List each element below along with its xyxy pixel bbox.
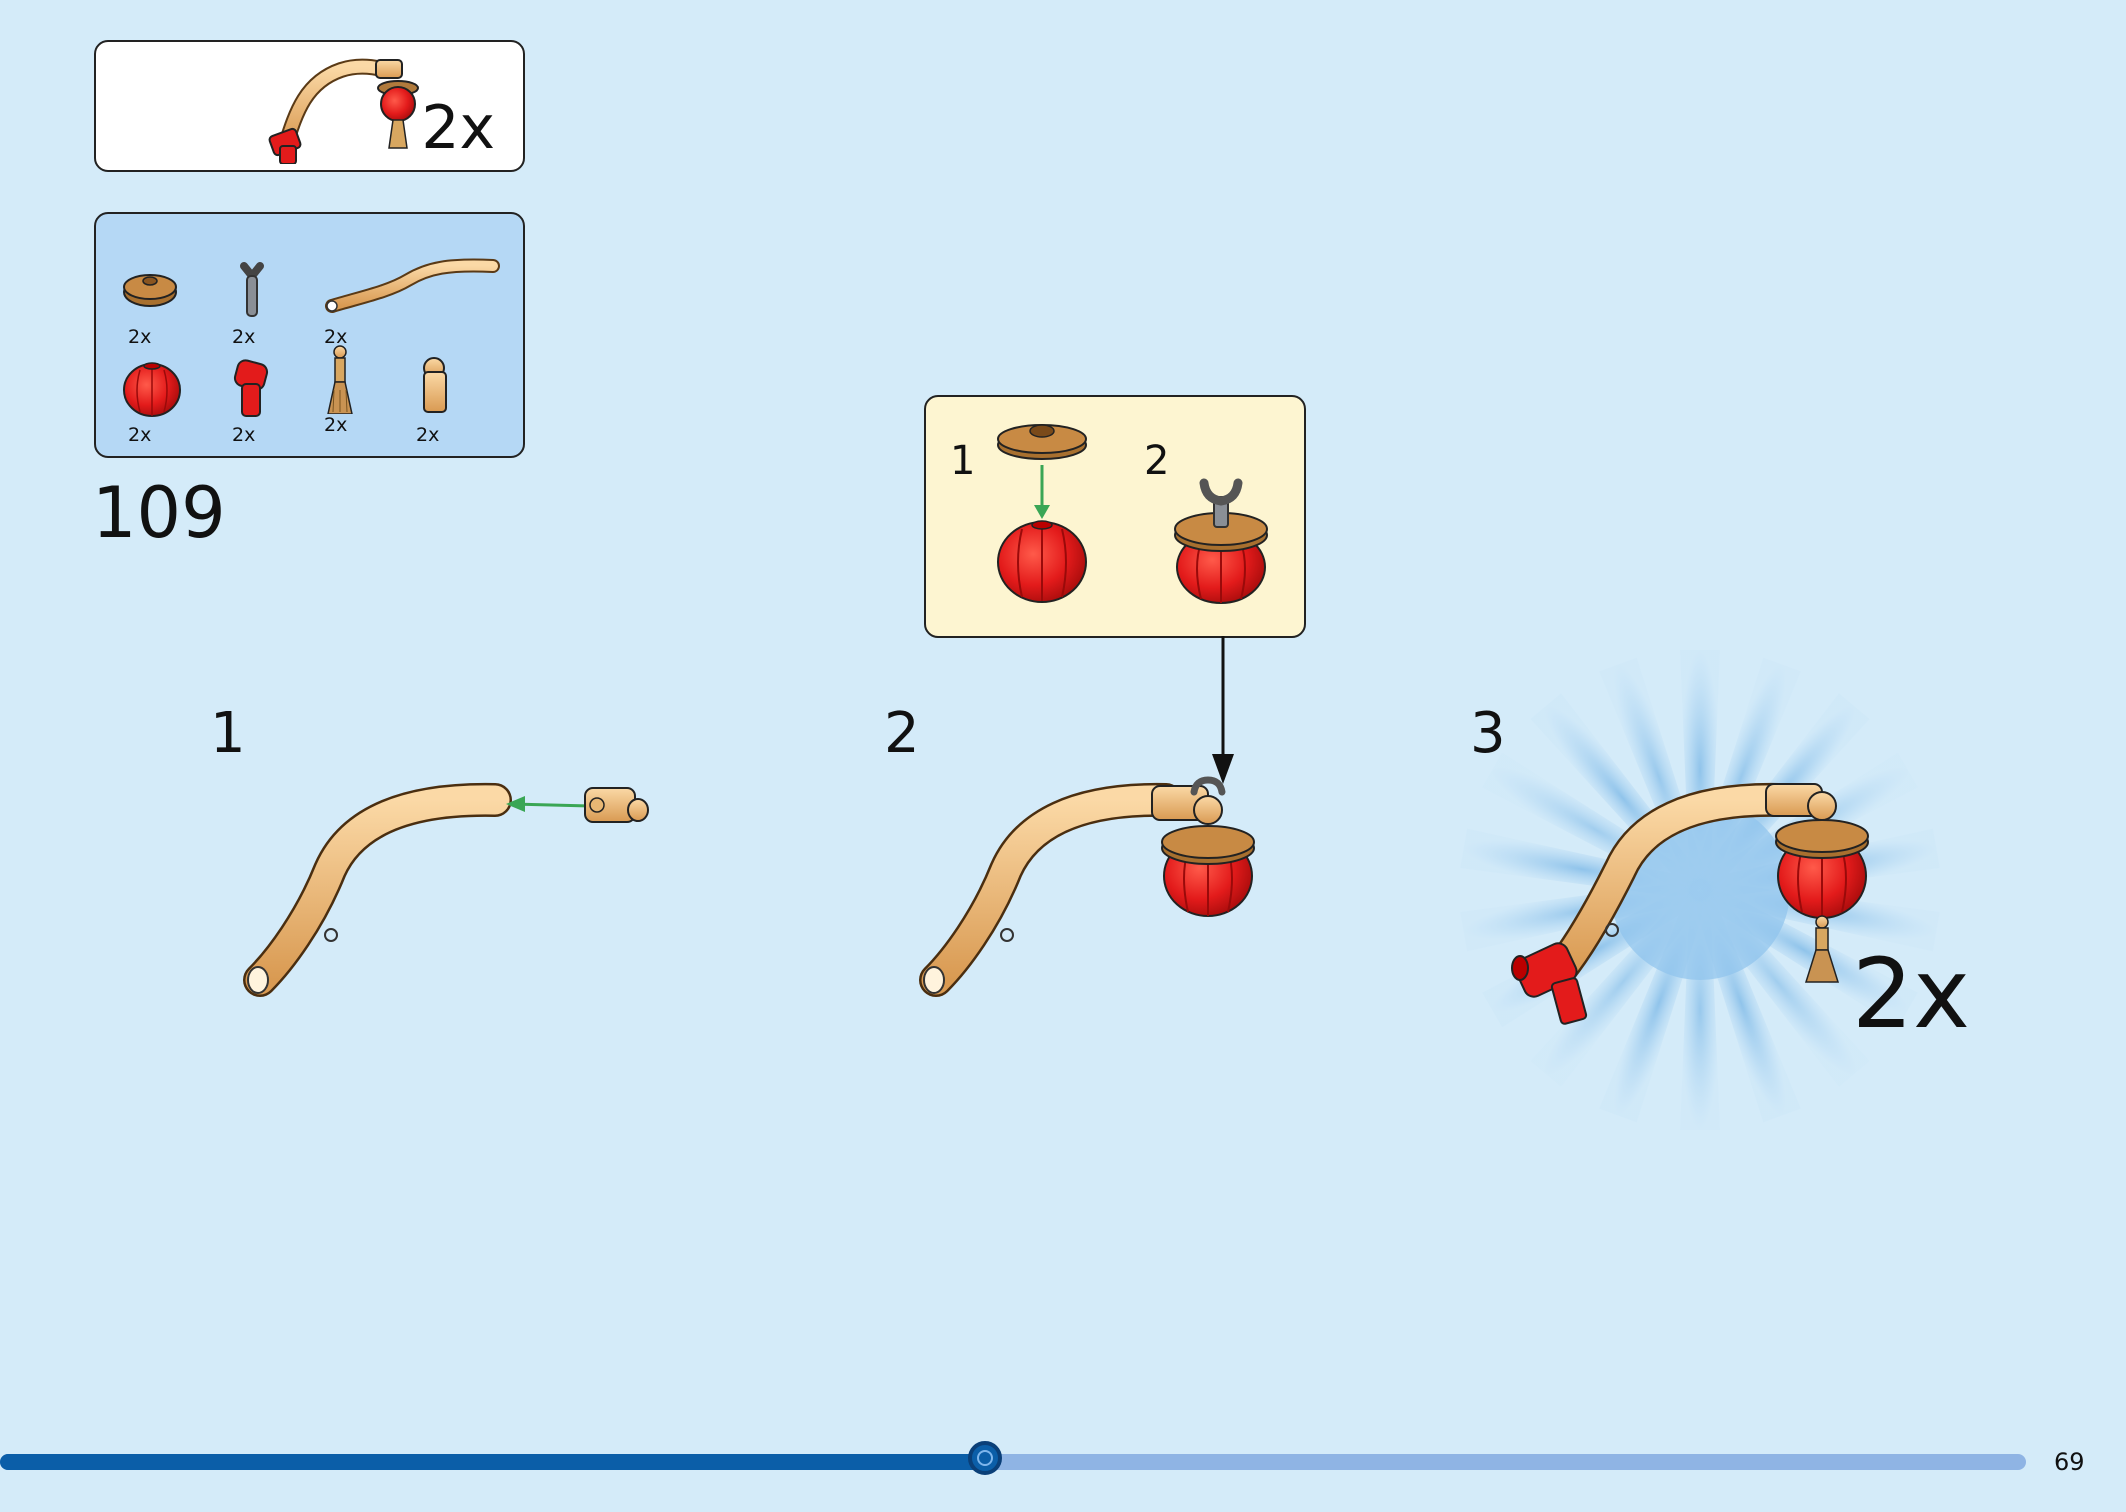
part-quantity: 2x (128, 424, 152, 446)
part-quantity: 2x (324, 326, 348, 348)
callout-pointer-arrow (1212, 636, 1234, 784)
part-item: 2x (122, 256, 202, 348)
tan-tassel-icon (327, 345, 353, 414)
part-quantity: 2x (416, 424, 440, 446)
part-item: 2x (122, 354, 202, 446)
progress-knob (968, 1441, 1002, 1475)
red-hose-connector-icon (233, 359, 269, 417)
callout-substep-1-number: 1 (950, 438, 976, 484)
tan-curved-tube-icon (325, 258, 500, 313)
part-item: 2x (318, 256, 508, 348)
substep-3-quantity: 2x (1852, 938, 1970, 1050)
part-quantity: 2x (232, 326, 256, 348)
part-quantity: 2x (324, 414, 348, 436)
callout-illustration-icon (997, 424, 1268, 604)
part-item: 2x (410, 354, 490, 446)
substep-1-illustration-icon (243, 782, 649, 997)
progress-fill (0, 1454, 985, 1470)
subassembly-box: 2x (94, 40, 525, 172)
step-number: 109 (92, 472, 226, 554)
part-item: 2x (318, 344, 398, 436)
substep-2-number: 2 (884, 701, 920, 766)
substep-callout: 1 2 (924, 395, 1306, 638)
subassembly-quantity: 2x (421, 93, 495, 163)
substep-3-number: 3 (1470, 701, 1506, 766)
parts-list: 2x 2x 2x 2x 2x (94, 212, 525, 458)
substep-3-illustration-icon (1511, 782, 1869, 1025)
substep-1-number: 1 (210, 701, 246, 766)
callout-substep-2-number: 2 (1144, 438, 1170, 484)
page-number: 69 (2054, 1448, 2085, 1476)
substep-2-illustration-icon (919, 776, 1255, 997)
tan-dish-plate-icon (123, 274, 177, 307)
part-quantity: 2x (232, 424, 256, 446)
red-lantern-icon (123, 362, 181, 417)
part-quantity: 2x (128, 326, 152, 348)
part-item: 2x (226, 354, 306, 446)
part-item: 2x (226, 256, 306, 348)
lantern-assembly-thumbnail-icon (268, 58, 419, 164)
gray-clip-bar-icon (240, 262, 264, 317)
tan-clip-connector-icon (423, 357, 447, 413)
